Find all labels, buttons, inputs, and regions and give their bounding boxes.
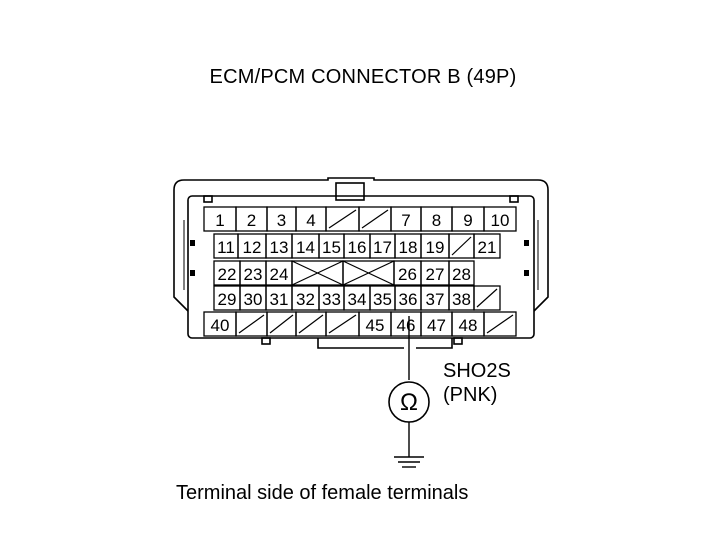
terminal-number: 38 [452,290,471,309]
terminal-number: 17 [373,238,392,257]
wire-color: (PNK) [443,384,497,406]
terminal-number: 3 [277,211,286,230]
locator-mark [524,240,529,246]
terminal-number: 22 [218,265,237,284]
terminal-cell [483,206,517,232]
connector-inner-housing [187,195,535,339]
terminal-number: 27 [426,265,445,284]
empty-slash [269,314,294,334]
empty-slash [476,288,498,308]
empty-slash [328,209,357,229]
terminal-number: 2 [247,211,256,230]
terminal-number: 47 [427,316,446,335]
empty-slash [361,209,389,229]
terminal-number: 29 [218,290,237,309]
connector-bottom-key [317,338,453,349]
diagram-caption: Terminal side of female terminals [176,482,469,504]
locator-mark [524,270,529,276]
empty-slash [486,314,514,334]
blocked-cross [291,260,344,286]
empty-terminal-cell [483,311,517,337]
empty-slash [238,314,265,334]
terminal-number: 24 [270,265,289,284]
terminal-number: 30 [244,290,263,309]
ohm-symbol: Ω [400,389,418,416]
terminal-number: 26 [398,265,417,284]
terminal-number: 32 [296,290,315,309]
terminal-number: 1 [215,211,224,230]
terminal-cell [448,260,475,286]
terminal-number: 35 [373,290,392,309]
terminal-number: 8 [432,211,441,230]
terminal-number: 48 [459,316,478,335]
terminal-number: 40 [211,316,230,335]
terminal-number: 12 [243,238,262,257]
locator-mark [190,270,195,276]
terminal-number: 36 [399,290,418,309]
terminal-cell [473,233,501,259]
terminal-number: 9 [463,211,472,230]
terminal-number: 23 [244,265,263,284]
terminal-number: 28 [452,265,471,284]
empty-slash [328,314,357,334]
terminal-number: 34 [348,290,367,309]
empty-slash [298,314,324,334]
empty-slash [451,236,472,256]
terminal-number: 14 [296,238,315,257]
empty-terminal-cell [473,285,501,311]
terminal-number: 19 [426,238,445,257]
terminal-number: 31 [270,290,289,309]
sensor-name: SHO2S [443,360,511,382]
terminal-number: 7 [401,211,410,230]
terminal-number: 15 [322,238,341,257]
terminal-number: 10 [491,211,510,230]
terminal-number: 4 [306,211,315,230]
terminal-number: 11 [217,238,235,257]
connector-outer-shell [173,177,549,312]
terminal-number: 46 [397,316,416,335]
blocked-cross [342,260,395,286]
diagram-title: ECM/PCM CONNECTOR B (49P) [209,66,517,88]
terminal-number: 13 [270,238,289,257]
terminal-number: 21 [478,238,497,257]
terminal-number: 45 [366,316,385,335]
terminal-number: 37 [426,290,445,309]
terminal-number: 16 [348,238,367,257]
terminal-number: 33 [322,290,341,309]
connector-latch [335,182,365,201]
terminal-number: 18 [399,238,418,257]
locator-mark [190,240,195,246]
